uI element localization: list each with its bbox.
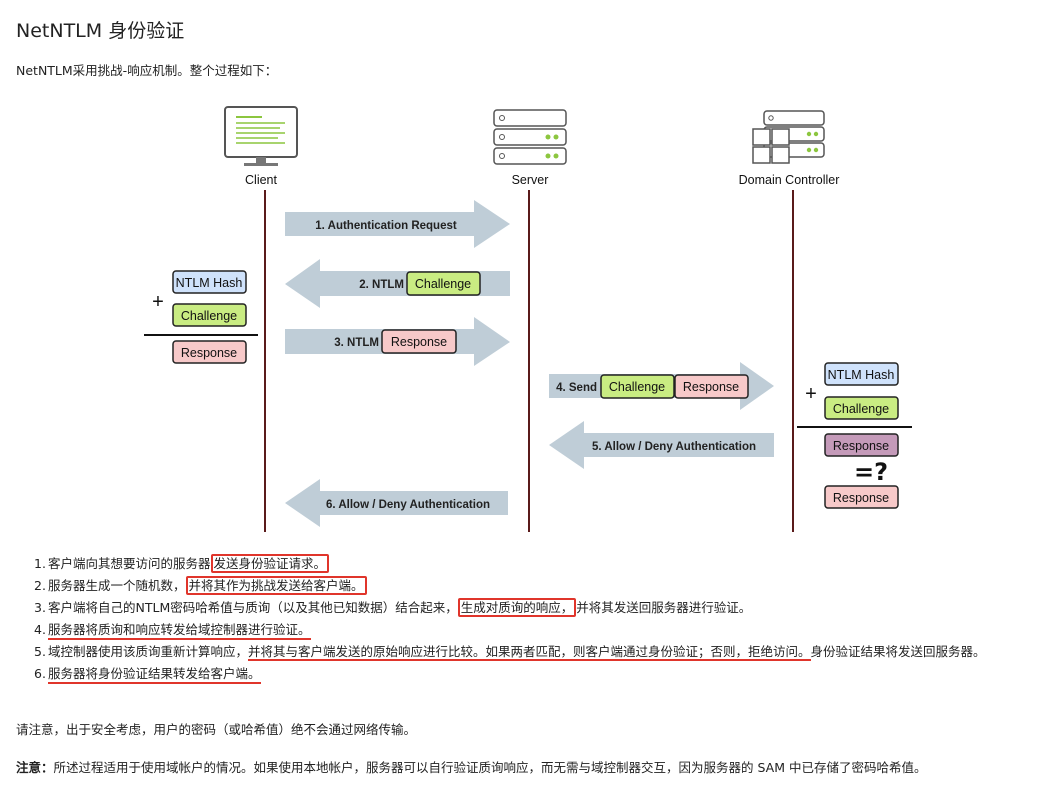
list-item: 5. 域控制器使用该质询重新计算响应，并将其与客户端发送的原始响应进行比较。如果… — [34, 644, 986, 661]
dc-challenge-chip — [824, 396, 899, 420]
domain-controller-label: Domain Controller — [739, 173, 840, 187]
list-item: 4. 服务器将质询和响应转发给域控制器进行验证。 — [16, 619, 1036, 641]
list-item: 2. 服务器生成一个随机数，并将其作为挑战发送给客户端。 — [16, 575, 1036, 597]
dc-ntlm-hash-chip — [824, 362, 899, 386]
client-monitor-icon — [224, 106, 298, 166]
client-label: Client — [245, 173, 277, 187]
arrow-2-challenge-text: Challenge — [415, 277, 471, 291]
arrow-4-challenge-chip — [600, 374, 675, 399]
arrow-5-allow-deny — [549, 421, 774, 469]
arrow-2-challenge-chip — [406, 271, 481, 296]
list-item: 1. 客户端向其想要访问的服务器发送身份验证请求。 — [16, 553, 1036, 575]
client-response-text: Response — [181, 346, 237, 360]
arrow-1-label: 1. Authentication Request — [315, 220, 457, 232]
client-challenge-text: Challenge — [181, 309, 237, 323]
server-label: Server — [512, 173, 549, 187]
arrow-4-response-chip — [674, 374, 749, 399]
dc-plus-sign: + — [805, 383, 817, 405]
arrow-5-label: 5. Allow / Deny Authentication — [592, 441, 756, 453]
steps-list: 1. 客户端向其想要访问的服务器发送身份验证请求。 2. 服务器生成一个随机数，… — [16, 553, 1036, 685]
domain-controller-icon — [752, 110, 825, 164]
client-ntlm-hash-chip — [172, 270, 247, 294]
arrow-2-label: 2. NTLM — [359, 279, 404, 291]
client-plus-sign: + — [152, 291, 164, 313]
client-challenge-chip — [172, 303, 247, 327]
dc-ntlm-hash-text: NTLM Hash — [828, 368, 895, 382]
client-response-chip — [172, 340, 247, 364]
dc-received-response-text: Response — [833, 491, 889, 505]
dc-computed-response-text: Response — [833, 439, 889, 453]
intro-text: NetNTLM采用挑战-响应机制。整个过程如下： — [16, 63, 278, 78]
ntlm-diagram: Client Server Domain Controller 1. Authe… — [144, 106, 912, 532]
equals-question-symbol: =? — [854, 458, 888, 486]
arrow-3-response-text: Response — [391, 335, 447, 349]
arrow-4-challenge-text: Challenge — [609, 380, 665, 394]
arrow-1-authentication-request — [285, 200, 510, 248]
arrow-6-allow-deny — [285, 479, 508, 527]
arrow-4-label: 4. Send — [556, 382, 597, 394]
list-item: 3. 客户端将自己的NTLM密码哈希值与质询（以及其他已知数据）结合起来，生成对… — [34, 598, 752, 617]
arrow-4-response-text: Response — [683, 380, 739, 394]
list-item: 6. 服务器将身份验证结果转发给客户端。 — [16, 663, 1036, 685]
arrow-3-response-chip — [381, 329, 457, 354]
arrow-3-label: 3. NTLM — [334, 337, 379, 349]
dc-computed-response-chip — [824, 433, 899, 457]
local-account-note: 注意：所述过程适用于使用域帐户的情况。如果使用本地帐户，服务器可以自行验证质询响… — [16, 760, 927, 775]
security-note: 请注意，出于安全考虑，用户的密码（或哈希值）绝不会通过网络传输。 — [16, 722, 417, 737]
client-ntlm-hash-text: NTLM Hash — [176, 276, 243, 290]
dc-challenge-text: Challenge — [833, 402, 889, 416]
page-title: NetNTLM 身份验证 — [16, 20, 185, 42]
arrow-6-label: 6. Allow / Deny Authentication — [326, 499, 490, 511]
server-rack-icon — [493, 109, 567, 165]
dc-received-response-chip — [824, 485, 899, 509]
